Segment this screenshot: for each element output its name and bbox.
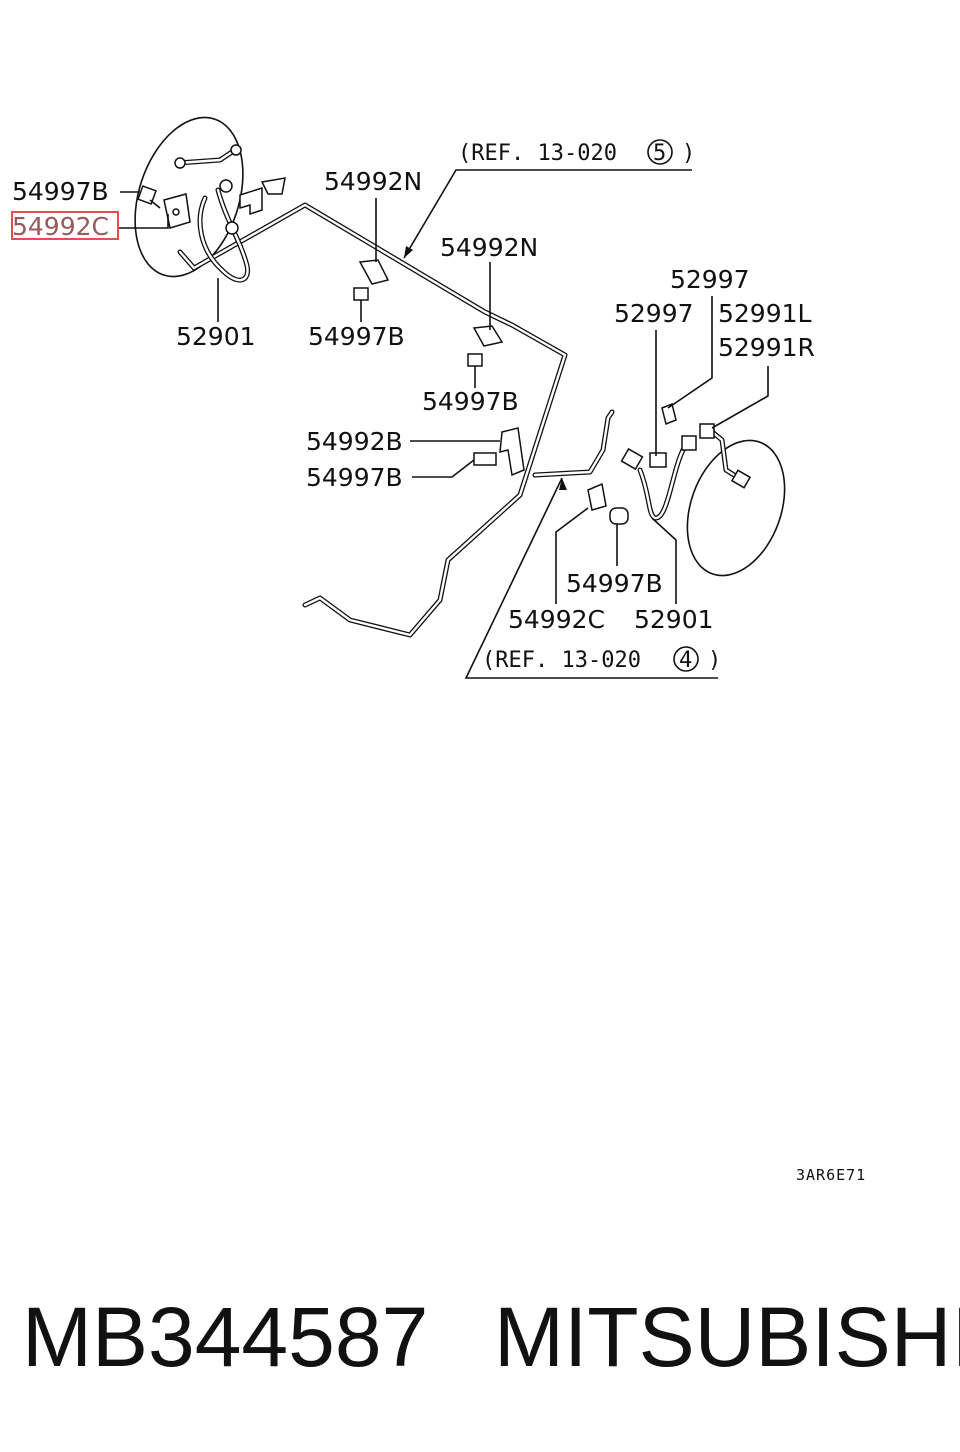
left-brake-disc [134, 116, 244, 278]
clip-54992N-b [472, 325, 504, 347]
clip-54992C-b [587, 482, 607, 511]
label-52991R: 52991R [718, 333, 815, 362]
label-52997-b: 52997 [614, 299, 694, 328]
label-52997-a: 52997 [670, 265, 750, 294]
label-52901-right: 52901 [634, 605, 714, 634]
bolt-54997B-d [473, 452, 497, 466]
bolt-54997B-c [467, 353, 483, 367]
bolt-54997B-e [609, 507, 629, 525]
label-54992N-a: 54992N [324, 167, 422, 196]
ref-top: (REF. 13-020 5 ) [458, 139, 695, 166]
ref-bottom-number: 4 [679, 648, 692, 673]
label-54997B-d: 54997B [306, 463, 403, 492]
ref-top-text: (REF. 13-020 [458, 141, 617, 166]
right-caliper-pipe [707, 427, 745, 483]
clip-52997-a [661, 402, 677, 426]
right-brake-hose [637, 445, 687, 521]
label-54997B-left: 54997B [12, 177, 109, 206]
left-bracket [174, 144, 286, 235]
label-54992C-b: 54992C [508, 605, 605, 634]
right-brake-disc [686, 439, 786, 577]
ref-bottom-text: (REF. 13-020 [482, 648, 641, 673]
label-52991L: 52991L [718, 299, 812, 328]
highlight-box [11, 211, 119, 240]
main-brake-pipe [177, 202, 568, 638]
ref-top-number: 5 [653, 141, 666, 166]
label-54997B-b: 54997B [308, 322, 405, 351]
left-clip-54992C [163, 193, 191, 229]
bolt-54997B-b [353, 287, 369, 306]
branch-brake-pipe [532, 409, 615, 478]
hose-end-fitting [620, 423, 752, 489]
ref-top-close: ) [682, 141, 695, 166]
part-number: MB344587 [22, 1290, 428, 1384]
ref-bottom-circle [673, 646, 699, 672]
clip-54992N-a [358, 259, 390, 285]
label-54992B: 54992B [306, 427, 403, 456]
label-54997B-c: 54997B [422, 387, 519, 416]
left-bolt-54997B [137, 185, 161, 209]
label-54992C-highlighted: 54992C [12, 212, 109, 241]
leader-lines [118, 169, 769, 679]
ref-bottom-close: ) [708, 648, 721, 673]
diagram-code: 3AR6E71 [796, 1166, 866, 1184]
ref-top-circle [647, 139, 673, 165]
left-upper-pipe [175, 147, 238, 166]
label-54992N-b: 54992N [440, 233, 538, 262]
label-52901-left: 52901 [176, 322, 256, 351]
ref-bottom: (REF. 13-020 4 ) [482, 646, 721, 673]
bracket-54992B [499, 427, 525, 477]
brand-name: MITSUBISHI [494, 1290, 960, 1384]
label-54997B-e: 54997B [566, 569, 663, 598]
